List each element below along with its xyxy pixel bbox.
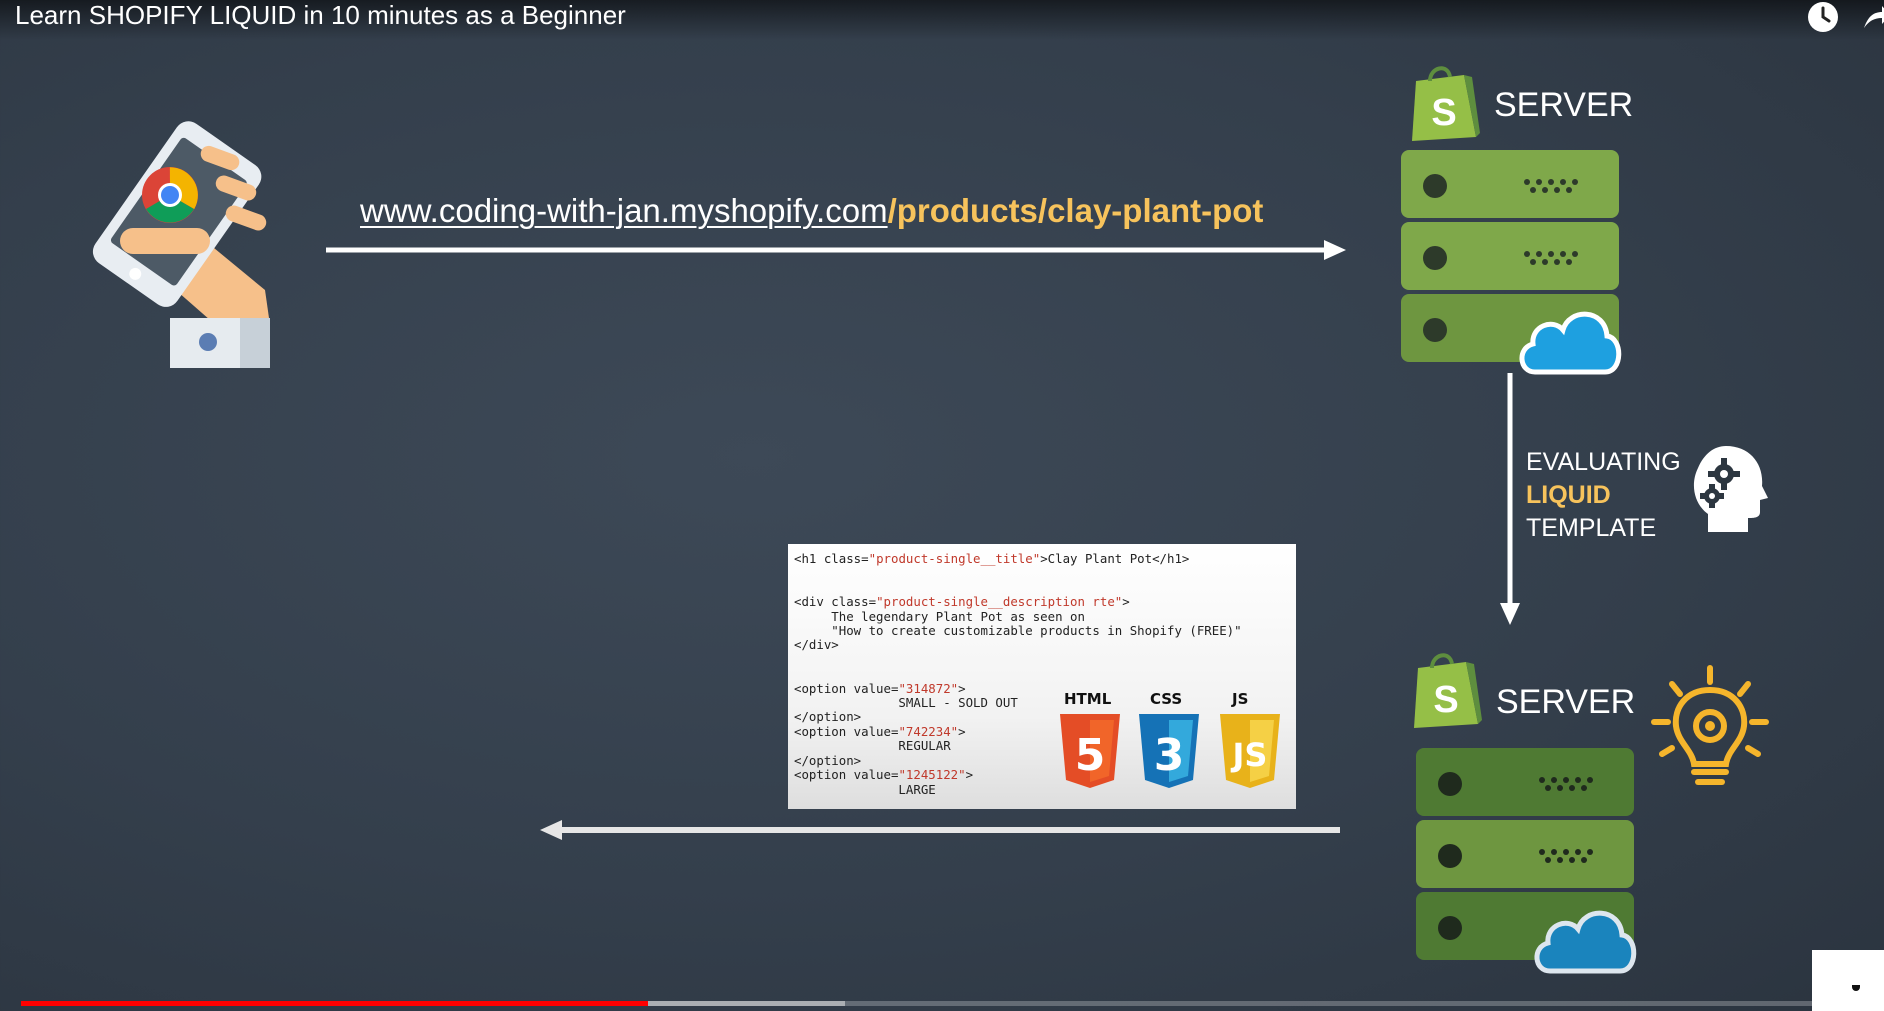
code-option-open: <option value= xyxy=(794,680,899,696)
code-option-value: "314872" xyxy=(898,680,959,696)
code-option-bracket: > xyxy=(958,723,966,739)
code-option-open: <option value= xyxy=(794,723,899,739)
server-label-top: SERVER xyxy=(1494,86,1634,124)
miniplayer-corner[interactable] xyxy=(1812,950,1884,1011)
code-option-text: REGULAR xyxy=(794,738,951,754)
code-option-bracket: > xyxy=(965,767,974,783)
share-icon[interactable] xyxy=(1860,2,1884,40)
code-div-close: </div> xyxy=(794,637,839,653)
evaluating-liquid-text: EVALUATING LIQUID TEMPLATE xyxy=(1526,446,1681,545)
request-arrow xyxy=(326,240,1346,260)
code-div-class: "product-single__description rte" xyxy=(876,594,1123,610)
eval-line-3: TEMPLATE xyxy=(1526,514,1657,542)
code-h1-open: <h1 class= xyxy=(794,551,869,566)
evaluate-arrow xyxy=(1500,373,1520,625)
svg-text:S: S xyxy=(1433,679,1458,721)
response-arrow xyxy=(540,820,1340,840)
js-shield-icon: JS xyxy=(1218,714,1282,793)
shopify-bag-icon: S xyxy=(1410,650,1482,735)
code-option-open: <option value= xyxy=(794,767,899,783)
code-block: <h1 class="product-single__title">Clay P… xyxy=(794,551,1242,797)
code-option-close: </option> xyxy=(794,709,862,725)
css-label: CSS xyxy=(1150,690,1183,708)
code-option-bracket: > xyxy=(958,680,966,696)
url-path: /products/clay-plant-pot xyxy=(887,192,1264,229)
eval-line-1: EVALUATING xyxy=(1526,448,1681,476)
server-rack-icon xyxy=(1401,150,1623,380)
code-option-text: LARGE xyxy=(794,781,936,797)
html5-shield-icon: 5 xyxy=(1058,714,1122,793)
html5-number: 5 xyxy=(1075,730,1106,781)
cloud-icon xyxy=(1530,895,1638,980)
js-mark: JS xyxy=(1231,736,1268,774)
code-div-bracket: > xyxy=(1122,594,1130,610)
html-label: HTML xyxy=(1064,690,1112,708)
code-option-value: "742234" xyxy=(898,723,959,739)
shopify-bag-icon: S xyxy=(1408,63,1480,148)
code-option-text: SMALL - SOLD OUT xyxy=(794,695,1018,711)
url-domain: www.coding-with-jan.myshopify.com xyxy=(360,192,888,229)
css3-shield-icon: 3 xyxy=(1137,714,1201,793)
watch-later-icon[interactable] xyxy=(1808,2,1838,32)
progress-played xyxy=(21,1001,649,1006)
code-option-value: "1245122" xyxy=(898,767,966,783)
html-output-panel: <h1 class="product-single__title">Clay P… xyxy=(788,544,1296,809)
hand-holding-phone-chrome-icon xyxy=(90,110,290,370)
server-label-bottom: SERVER xyxy=(1496,683,1636,721)
code-div-open: <div class= xyxy=(794,594,877,610)
code-h1-rest: >Clay Plant Pot</h1> xyxy=(1040,551,1190,566)
video-title[interactable]: Learn SHOPIFY LIQUID in 10 minutes as a … xyxy=(15,0,626,30)
request-url[interactable]: www.coding-with-jan.myshopify.com/produc… xyxy=(360,192,1263,230)
code-desc-line-1: The legendary Plant Pot as seen on xyxy=(794,608,1085,624)
svg-text:S: S xyxy=(1431,92,1456,134)
cloud-icon xyxy=(1515,296,1623,381)
corner-dot-icon xyxy=(1852,985,1860,991)
css3-number: 3 xyxy=(1154,730,1185,781)
code-h1-class: "product-single__title" xyxy=(868,551,1041,566)
lightbulb-gear-icon xyxy=(1650,664,1772,799)
video-progress-bar[interactable] xyxy=(21,1001,1813,1006)
js-label: JS xyxy=(1232,690,1249,708)
head-gears-icon xyxy=(1690,444,1770,539)
eval-line-2: LIQUID xyxy=(1526,481,1611,509)
code-option-close: </option> xyxy=(794,752,862,768)
video-title-bar xyxy=(0,0,1884,40)
code-desc-line-2: "How to create customizable products in … xyxy=(794,623,1242,639)
